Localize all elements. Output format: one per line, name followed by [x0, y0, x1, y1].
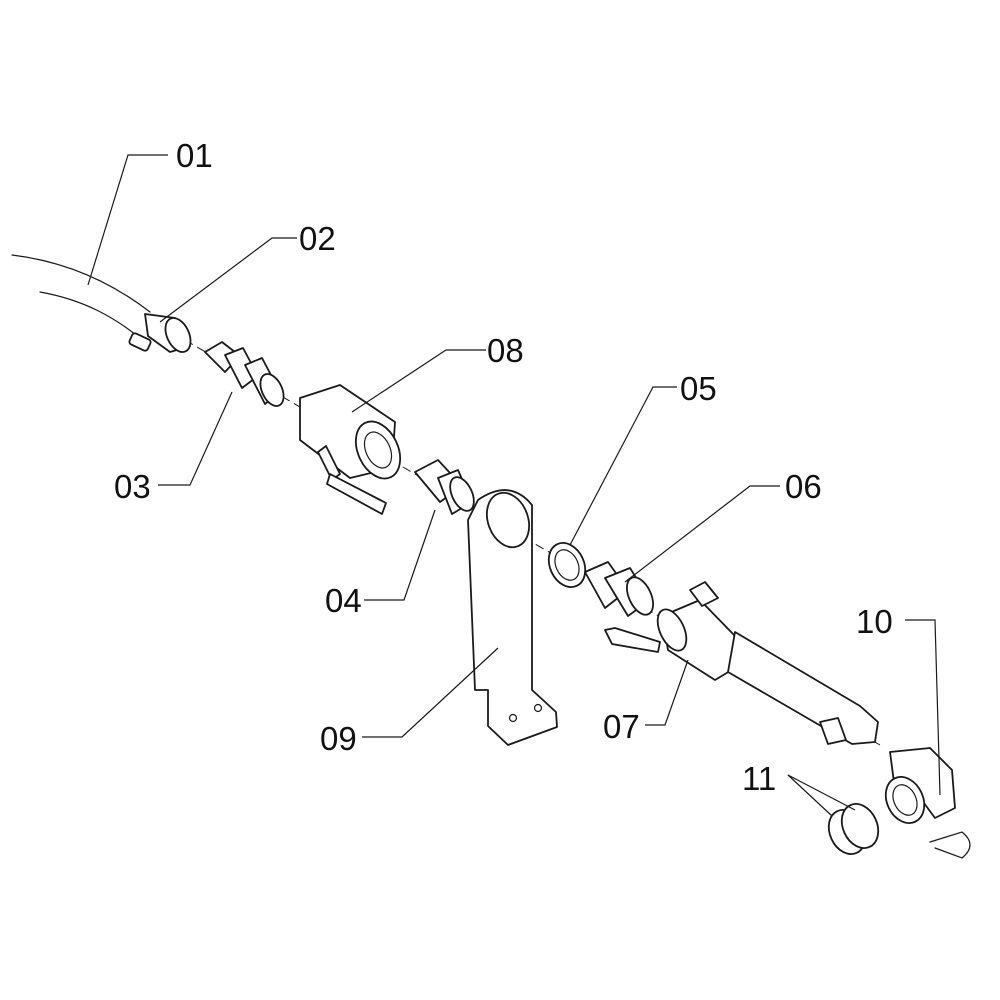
callout-02: 02: [299, 220, 336, 257]
hose-barb-fitting: [204, 341, 285, 407]
callout-06: 06: [785, 468, 822, 505]
callout-03: 03: [114, 468, 151, 505]
callout-09: 09: [320, 720, 357, 757]
elbow-fitting: [884, 747, 971, 859]
callout-04: 04: [325, 582, 362, 619]
coupling-adapter: [584, 561, 654, 617]
mounting-bracket: [467, 489, 558, 746]
sealing-washer: [547, 542, 587, 588]
hose: [11, 254, 151, 339]
threaded-nipple: [414, 459, 475, 515]
hose-clamp: [128, 313, 192, 353]
ball-valve: [299, 384, 402, 515]
callout-10: 10: [856, 603, 893, 640]
callout-08: 08: [487, 332, 524, 369]
camlock-coupling: [604, 581, 879, 745]
o-rings: [827, 803, 880, 855]
callout-11: 11: [742, 760, 776, 797]
leader-lines: [87, 154, 941, 817]
callout-07: 07: [603, 708, 640, 745]
callout-05: 05: [680, 370, 717, 407]
callout-01: 01: [176, 137, 213, 174]
